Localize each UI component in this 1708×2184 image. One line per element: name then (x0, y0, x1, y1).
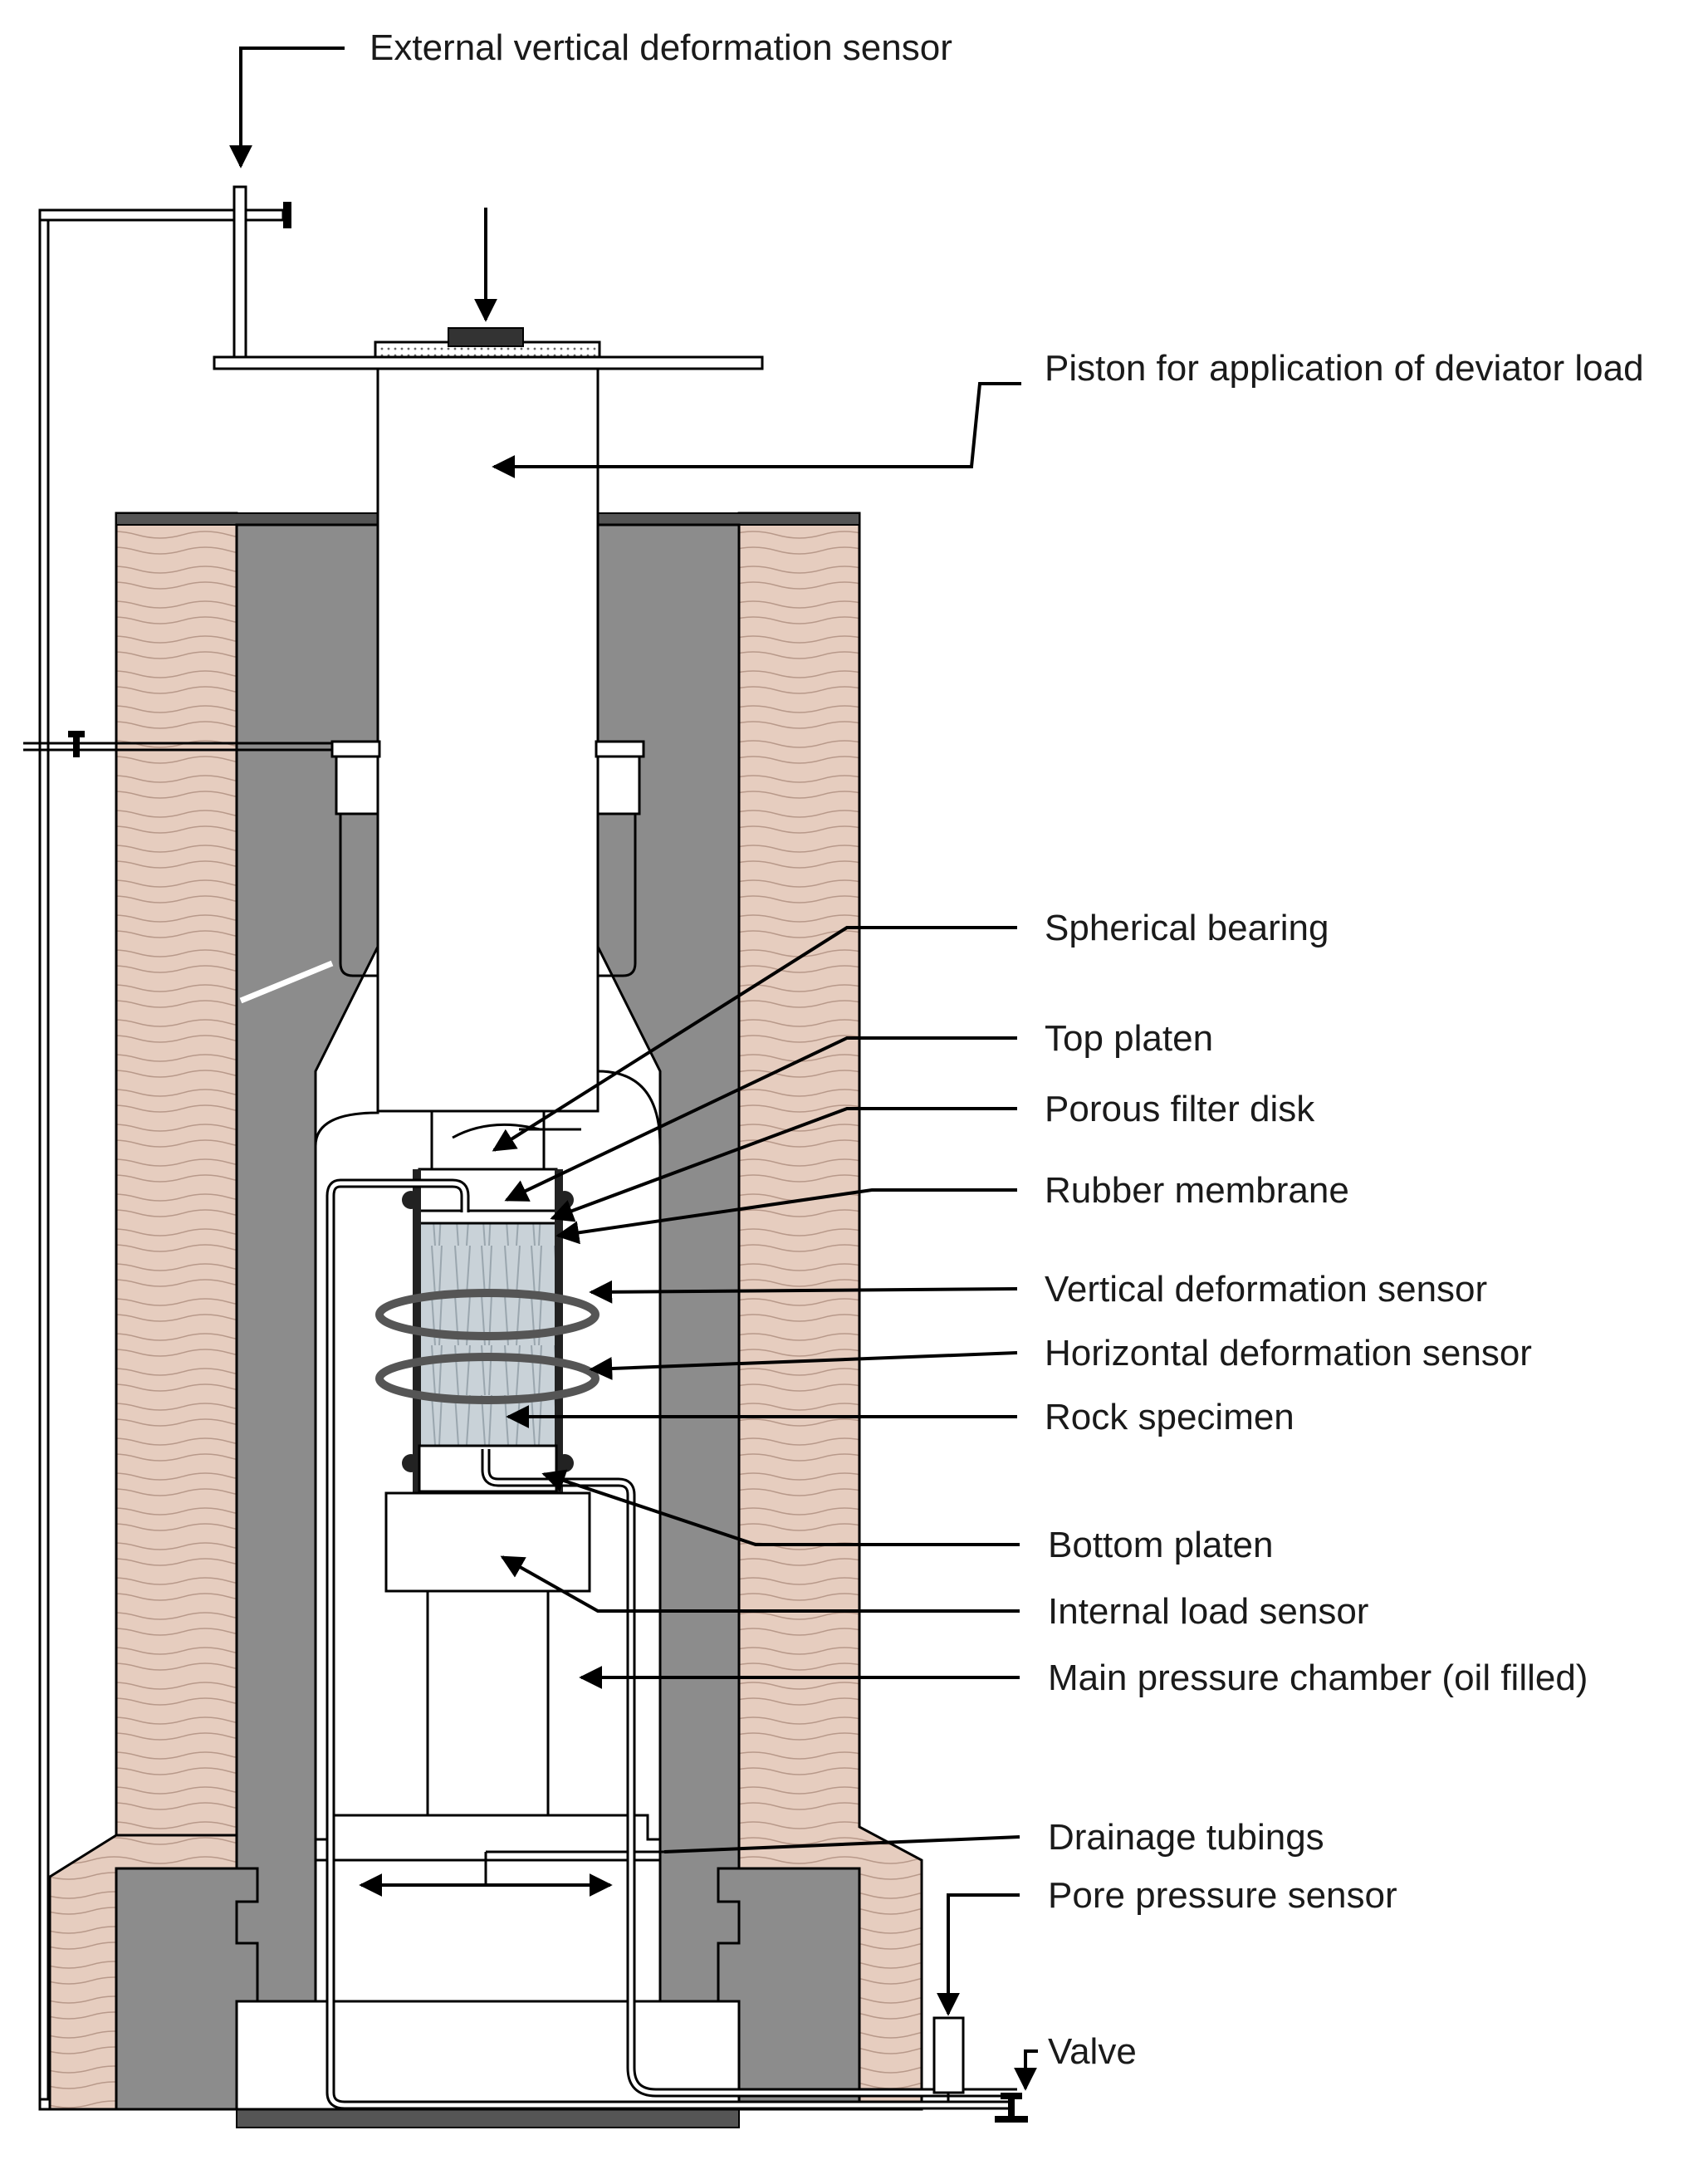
label-piston: Piston for application of deviator load (1045, 348, 1644, 389)
label-porous-filter-disk: Porous filter disk (1045, 1089, 1315, 1129)
label-spherical-bearing: Spherical bearing (1045, 908, 1329, 948)
valve-icon (995, 2093, 1028, 2123)
label-pore-pressure-sensor: Pore pressure sensor (1048, 1875, 1397, 1916)
label-horizontal-deformation-sensor: Horizontal deformation sensor (1045, 1333, 1532, 1374)
vessel-wall (23, 523, 861, 2111)
loading-plate (213, 208, 764, 370)
label-drainage-tubings: Drainage tubings (1048, 1817, 1324, 1858)
drainage-tubings (325, 1178, 1017, 2110)
leader-lines (229, 47, 1038, 2091)
label-bottom-platen: Bottom platen (1048, 1525, 1274, 1565)
label-rock-specimen: Rock specimen (1045, 1397, 1294, 1437)
label-rubber-membrane: Rubber membrane (1045, 1170, 1349, 1211)
pore-pressure-sensor (932, 2016, 965, 2101)
label-vertical-deformation-sensor: Vertical deformation sensor (1045, 1269, 1487, 1310)
label-internal-load-sensor: Internal load sensor (1048, 1591, 1368, 1632)
specimen-assembly (314, 1109, 664, 1897)
label-external-vertical-deformation-sensor: External vertical deformation sensor (369, 27, 952, 68)
label-valve: Valve (1048, 2031, 1137, 2072)
label-main-pressure-chamber: Main pressure chamber (oil filled) (1048, 1658, 1588, 1698)
chamber-base (236, 2108, 740, 2128)
piston (330, 354, 645, 1113)
label-top-platen: Top platen (1045, 1018, 1213, 1059)
external-deformation-sensor (232, 185, 291, 359)
